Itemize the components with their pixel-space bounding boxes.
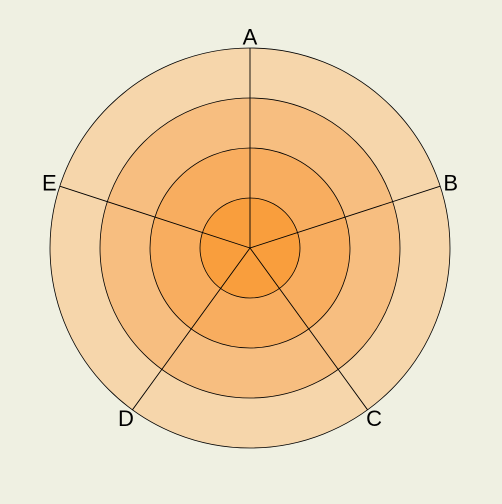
axis-label-e: E [42, 170, 57, 195]
axis-label-b: B [443, 170, 458, 195]
axis-label-c: C [366, 406, 382, 431]
axis-label-a: A [243, 25, 258, 50]
axis-label-d: D [118, 406, 134, 431]
